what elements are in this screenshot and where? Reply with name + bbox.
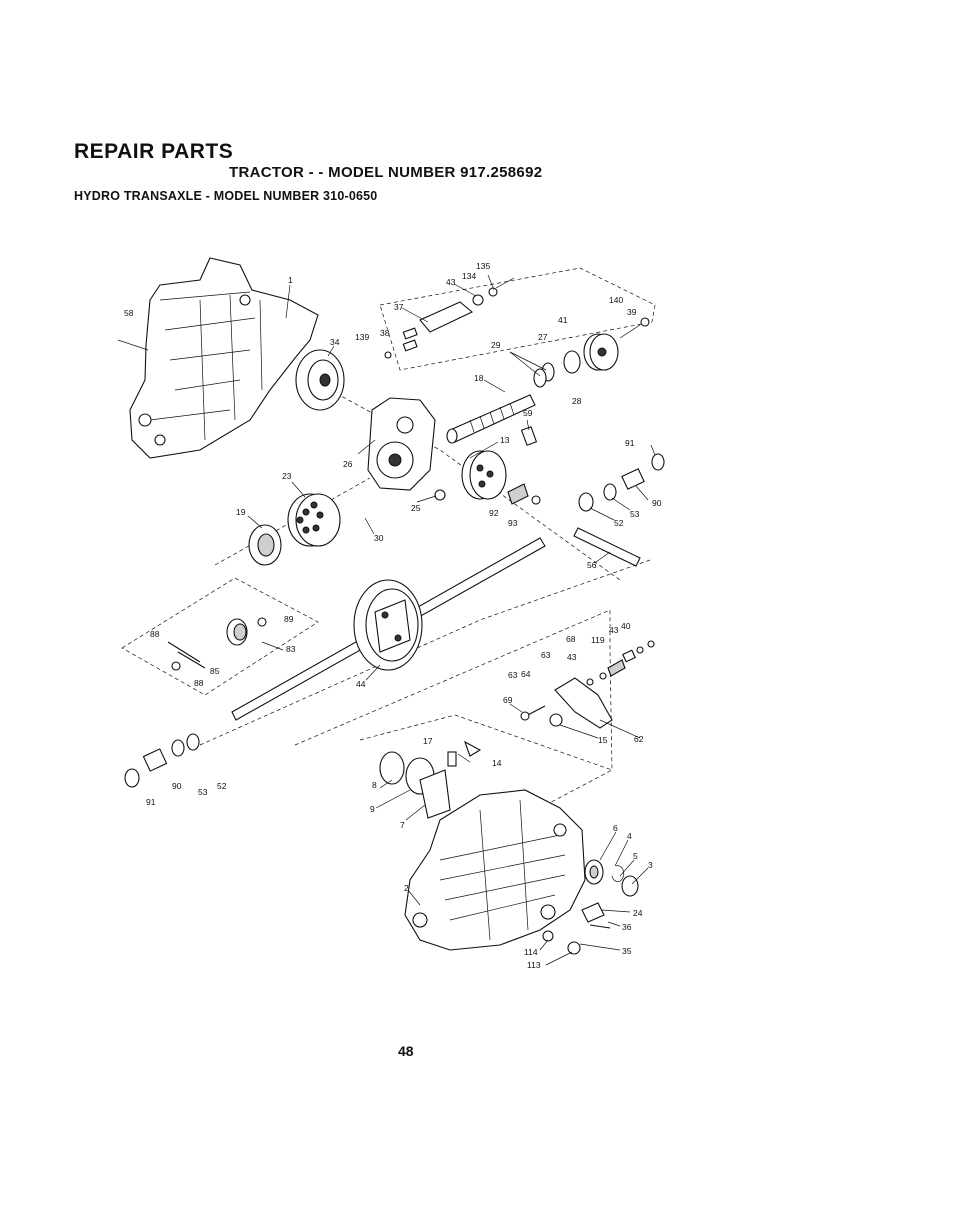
callout-39: 39 <box>627 307 637 317</box>
callout-139: 139 <box>355 332 369 342</box>
center-section <box>367 397 436 491</box>
axle-and-ring-gear <box>231 537 546 721</box>
callout-89: 89 <box>284 614 294 624</box>
leader-lines <box>247 274 656 966</box>
pump-parts <box>434 426 541 505</box>
callout-64: 64 <box>521 669 531 679</box>
callout-36: 36 <box>622 922 632 932</box>
callout-25: 25 <box>411 503 421 513</box>
callout-92: 92 <box>489 508 499 518</box>
output-shaft-parts <box>573 453 665 567</box>
callout-2: 2 <box>404 883 409 893</box>
callout-26: 26 <box>343 459 353 469</box>
callout-85: 85 <box>210 666 220 676</box>
cylinder-block <box>287 493 341 547</box>
brake-arm-parts <box>520 640 655 729</box>
callout-3: 3 <box>648 860 653 870</box>
thrust-bearing <box>248 524 282 566</box>
callout-63-arm: 63 <box>508 670 518 680</box>
axle-bearing-parts <box>124 733 200 788</box>
callout-119: 119 <box>591 635 605 645</box>
callout-37: 37 <box>394 302 404 312</box>
callout-52-upper: 52 <box>614 518 624 528</box>
tractor-model-heading: TRACTOR - - MODEL NUMBER 917.258692 <box>229 164 543 181</box>
callout-69: 69 <box>503 695 513 705</box>
callout-56: 56 <box>587 560 597 570</box>
callout-140: 140 <box>609 295 623 305</box>
brake-parts <box>379 740 482 819</box>
callout-24: 24 <box>633 908 643 918</box>
callout-30: 30 <box>374 533 384 543</box>
callout-6: 6 <box>613 823 618 833</box>
callout-44: 44 <box>356 679 366 689</box>
callout-134: 134 <box>462 271 476 281</box>
callout-41: 41 <box>558 315 568 325</box>
dashed-guide-2 <box>214 477 371 566</box>
callout-35: 35 <box>622 946 632 956</box>
page-number: 48 <box>398 1043 414 1059</box>
callout-17: 17 <box>423 736 433 746</box>
callout-28: 28 <box>572 396 582 406</box>
callout-23: 23 <box>282 471 292 481</box>
transaxle-model-heading: HYDRO TRANSAXLE - MODEL NUMBER 310-0650 <box>74 189 378 203</box>
callout-19: 19 <box>236 507 246 517</box>
page-title: REPAIR PARTS <box>74 140 234 163</box>
lower-right-parts <box>542 859 639 955</box>
left-housing <box>117 257 319 459</box>
callout-90-upper: 90 <box>652 498 662 508</box>
charge-pump-parts <box>533 317 650 388</box>
callout-43-arm: 43 <box>567 652 577 662</box>
callout-63: 63 <box>541 650 551 660</box>
callout-53-upper: 53 <box>630 509 640 519</box>
callout-40: 40 <box>621 621 631 631</box>
callout-83: 83 <box>286 644 296 654</box>
callout-93: 93 <box>508 518 518 528</box>
dashed-box-axle <box>121 577 319 696</box>
callout-58: 58 <box>124 308 134 318</box>
callout-34: 34 <box>330 337 340 347</box>
dashed-guide-1 <box>329 389 621 581</box>
callout-52-lower: 52 <box>217 781 227 791</box>
callout-62: 62 <box>634 734 644 744</box>
input-shaft <box>446 394 536 444</box>
callout-labels-secondary: 43 43 88 63 91 90 53 52 <box>146 625 619 807</box>
dashed-box-shift <box>294 609 613 809</box>
differential-gears <box>167 617 267 671</box>
callout-27: 27 <box>538 332 548 342</box>
callout-43: 43 <box>446 277 456 287</box>
callout-9: 9 <box>370 804 375 814</box>
callout-15: 15 <box>598 735 608 745</box>
pulley-ring <box>295 349 345 411</box>
callout-8: 8 <box>372 780 377 790</box>
callout-68: 68 <box>566 634 576 644</box>
callout-88: 88 <box>150 629 160 639</box>
callout-18: 18 <box>474 373 484 383</box>
callout-90-lower: 90 <box>172 781 182 791</box>
callout-5: 5 <box>633 851 638 861</box>
callout-38: 38 <box>380 328 390 338</box>
callout-91-upper: 91 <box>625 438 635 448</box>
callout-43-brake: 43 <box>609 625 619 635</box>
callout-14: 14 <box>492 758 502 768</box>
callout-114: 114 <box>524 947 538 957</box>
callout-88-lower: 88 <box>194 678 204 688</box>
dashed-box-lower <box>359 714 613 771</box>
callout-53-lower: 53 <box>198 787 208 797</box>
callout-labels: 1 58 34 37 43 134 135 139 38 140 39 41 2… <box>124 261 662 970</box>
callout-91-lower: 91 <box>146 797 156 807</box>
callout-13: 13 <box>500 435 510 445</box>
callout-7: 7 <box>400 820 405 830</box>
callout-59: 59 <box>523 408 533 418</box>
callout-113: 113 <box>527 960 541 970</box>
dashed-box-upper <box>379 267 656 371</box>
callout-135: 135 <box>476 261 490 271</box>
callout-29: 29 <box>491 340 501 350</box>
right-housing <box>404 789 586 951</box>
callout-1: 1 <box>288 275 293 285</box>
callout-4: 4 <box>627 831 632 841</box>
